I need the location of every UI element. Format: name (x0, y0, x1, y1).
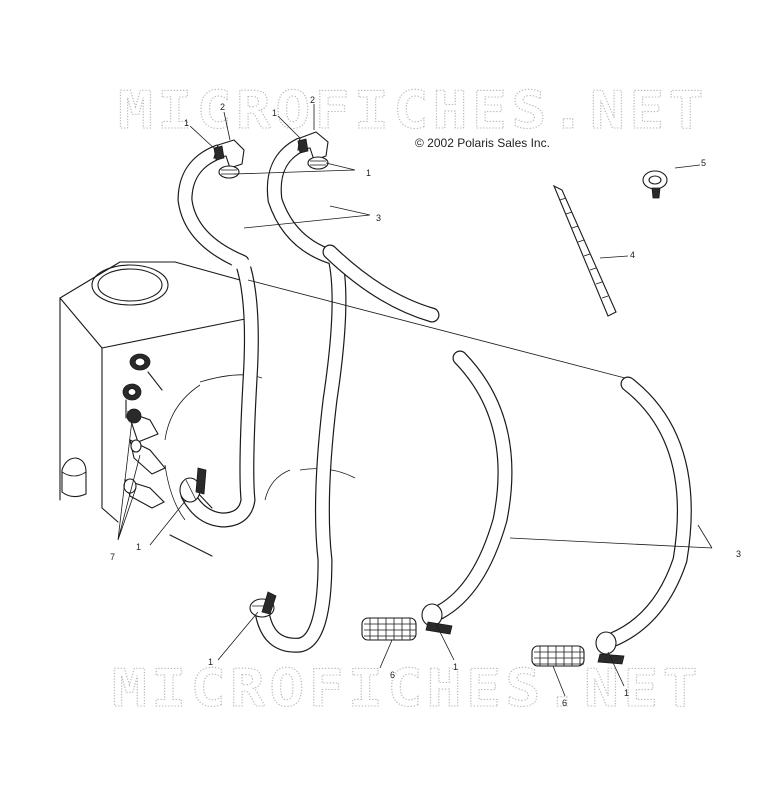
clamp-bottom-left (249, 591, 277, 618)
callout-3-hoses-lower: 3 (736, 549, 741, 559)
callout-2-elbow-left: 2 (220, 102, 225, 112)
copyright-text: © 2002 Polaris Sales Inc. (415, 136, 550, 150)
watermark-bottom: MICROFICHES.NET (112, 659, 702, 719)
callout-3-hoses-top: 3 (376, 213, 381, 223)
elbow-left (213, 139, 245, 169)
cable-tie (552, 184, 617, 317)
callout-4-cable-tie: 4 (630, 250, 635, 260)
callouts: 1 2 1 2 1 3 5 4 3 7 1 1 6 1 6 1 (110, 95, 741, 708)
hose-long-a (322, 244, 513, 620)
tank-fittings (122, 353, 166, 509)
watermark-top: MICROFICHES.NET (118, 81, 708, 141)
side-mount-tab (61, 457, 87, 498)
elbow-right (297, 131, 329, 161)
hose-right (254, 137, 347, 653)
callout-1-clamps-top: 1 (366, 168, 371, 178)
oil-tank (59, 261, 356, 557)
callout-1-clamp-tank: 1 (136, 542, 141, 552)
inline-connector-right (531, 645, 585, 667)
callout-1-clamp-bottom: 1 (208, 657, 213, 667)
filler-cap-outer (91, 264, 169, 306)
callout-6-connector-mid: 6 (390, 670, 395, 680)
clamp-right-top (307, 156, 329, 170)
hose-clip (642, 170, 668, 199)
callout-2-elbow-right: 2 (310, 95, 315, 105)
callout-6-connector-right: 6 (562, 698, 567, 708)
clamp-mid (421, 603, 453, 635)
clamp-left-top (218, 165, 240, 179)
callout-7-fittings: 7 (110, 552, 115, 562)
callout-1-clamp-right-bottom: 1 (624, 688, 629, 698)
routing-line (247, 279, 626, 379)
clamp-tank (179, 467, 207, 503)
callout-1-clamp-left: 1 (184, 118, 189, 128)
filler-cap-inner (97, 268, 163, 302)
leader-lines (117, 104, 713, 697)
hose-left (177, 144, 259, 528)
callout-1-clamp-right: 1 (272, 108, 277, 118)
callout-5-hose-clip: 5 (701, 158, 706, 168)
callout-1-clamp-mid: 1 (453, 662, 458, 672)
clamp-right (595, 631, 625, 665)
inline-connector-mid (361, 617, 417, 641)
hose-long-b (604, 376, 692, 648)
